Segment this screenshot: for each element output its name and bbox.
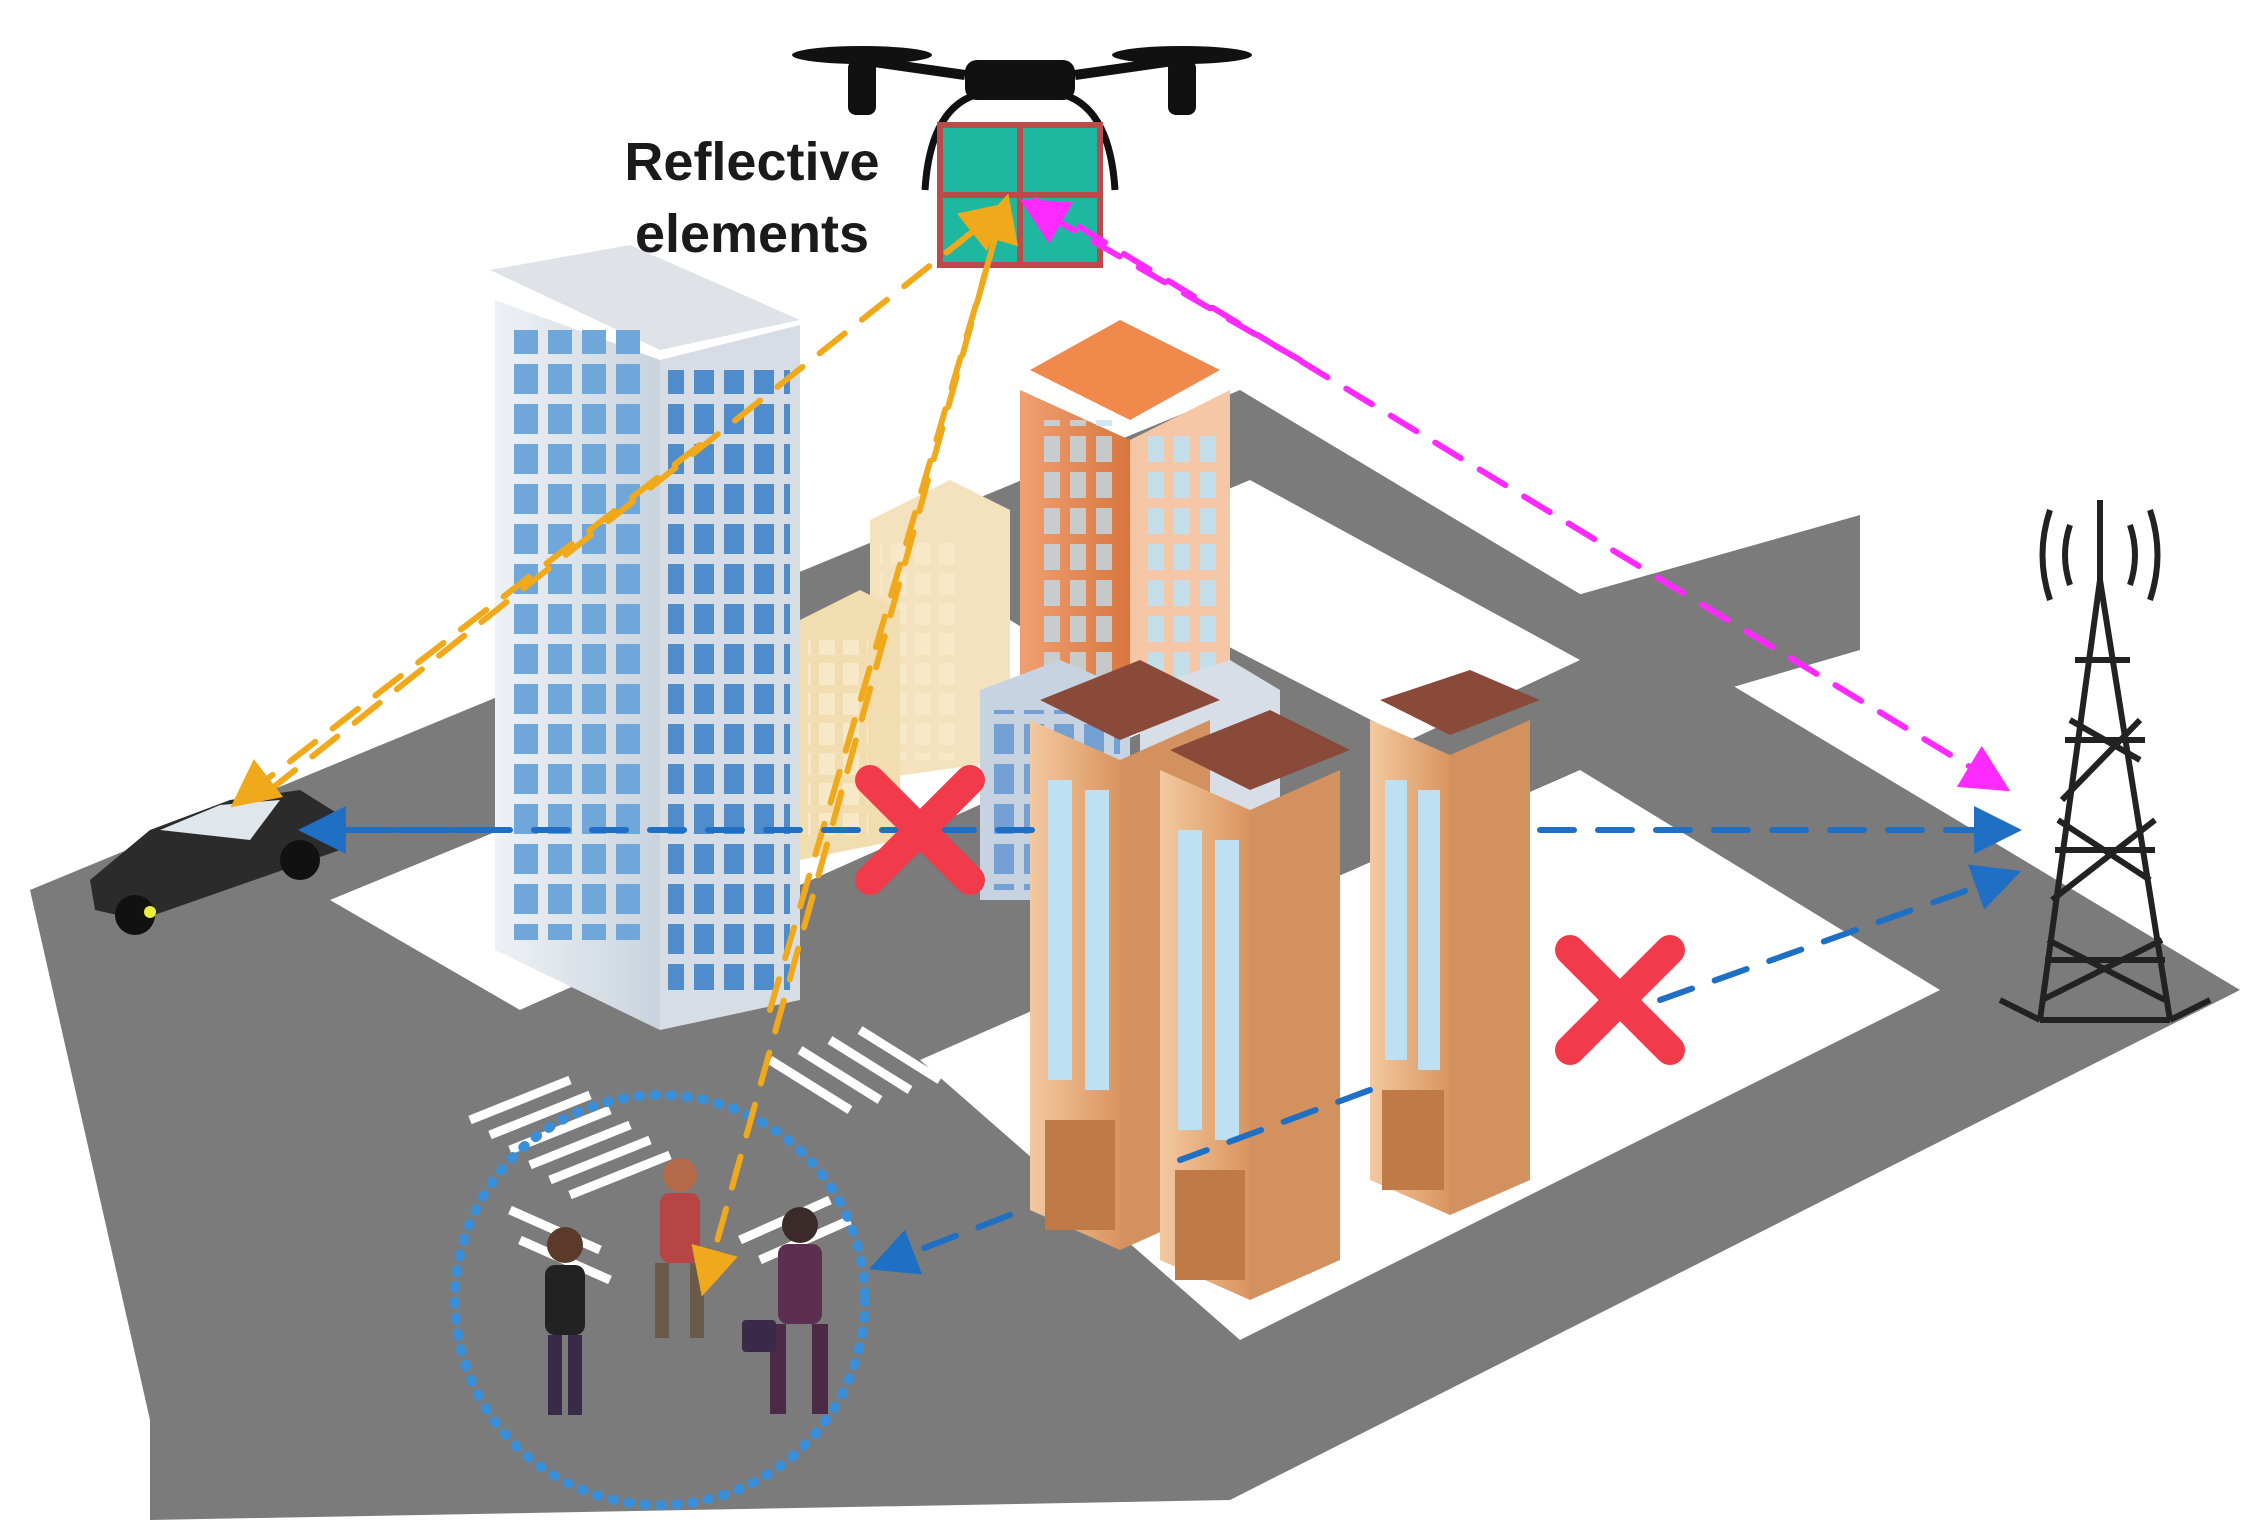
link-hidden-segment (1177, 1087, 1373, 1163)
cream-building-2 (800, 590, 900, 860)
label-line-1: Reflective (624, 132, 879, 192)
coverage-circle (450, 1090, 870, 1510)
brick-building-2 (1160, 710, 1350, 1300)
orange-tower (1020, 320, 1230, 720)
cross-mark-icon (1555, 935, 1685, 1065)
link-bs-to-pedestrians-blocked (868, 1212, 1013, 1275)
link-pedestrians-to-ris (767, 193, 1018, 1013)
link-bs-to-ris (1019, 199, 1303, 363)
link-ris-to-pedestrians (691, 217, 1003, 1297)
pedestrian-icon (545, 1227, 585, 1415)
signal-links (230, 193, 2022, 1297)
label-line-2: elements (635, 204, 869, 264)
drone-icon (792, 46, 1252, 191)
brick-building-3 (1370, 670, 1540, 1215)
link-pedestrians-to-bs-blocked (1657, 864, 2022, 1003)
crosswalk-right (767, 1026, 943, 1114)
link-ris-to-car (230, 442, 703, 808)
reflective-elements-label: Reflective elements (624, 132, 879, 264)
pedestrian-icon (742, 1207, 828, 1414)
glass-tower (490, 245, 800, 1030)
car-icon (90, 790, 340, 935)
cross-mark-icon (855, 765, 985, 895)
road-branch-upper-right (1560, 515, 1860, 720)
link-car-to-ris (267, 202, 1010, 793)
ris-panel-icon (937, 122, 1103, 268)
cell-tower-icon (1998, 500, 2212, 1023)
